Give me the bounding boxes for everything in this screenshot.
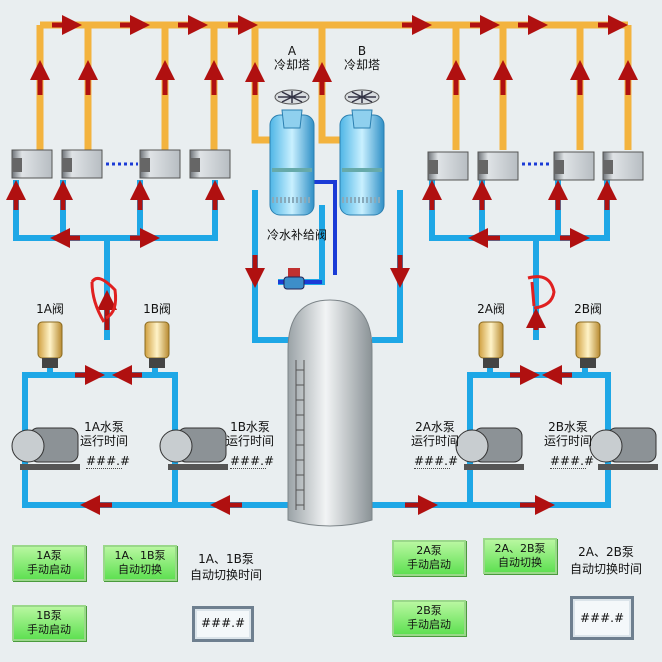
pump-1a-icon xyxy=(11,427,80,470)
cooling-tower-b xyxy=(339,89,385,216)
annotation-mark-right xyxy=(527,275,556,310)
pump-1a-label: 1A水泵 xyxy=(84,420,124,434)
pump-2-auto-switch-button[interactable]: 2A、2B泵 自动切换 xyxy=(483,538,557,574)
button-line2: 手动启动 xyxy=(407,558,451,571)
button-line2: 自动切换 xyxy=(498,556,542,569)
pump-2b-runtime-label: 运行时间 xyxy=(543,434,592,448)
pump-1a-runtime-label: 运行时间 xyxy=(79,434,128,448)
tower-b-letter: B xyxy=(357,44,367,58)
fan-icon xyxy=(344,89,380,105)
valve-1b-label: 1B阀 xyxy=(143,302,171,316)
button-line2: 手动启动 xyxy=(407,618,451,631)
pump-2a-icon xyxy=(455,427,524,470)
tower-a-label: 冷却塔 xyxy=(273,58,310,72)
water-tank xyxy=(287,299,373,527)
button-line2: 手动启动 xyxy=(27,563,71,576)
valve-2a-label: 2A阀 xyxy=(477,302,505,316)
cooling-tower-a xyxy=(269,89,315,216)
pump-2a-runtime-label: 运行时间 xyxy=(410,434,459,448)
load-units-left xyxy=(11,149,231,179)
valve-2b-icon xyxy=(575,321,601,368)
button-line2: 手动启动 xyxy=(27,623,71,636)
pump-1b-icon xyxy=(159,427,228,470)
button-line1: 2A、2B泵 xyxy=(494,542,546,555)
tower-a-letter: A xyxy=(287,44,297,58)
left-switch-time-display[interactable]: ###.# xyxy=(192,606,254,642)
load-units-right xyxy=(427,151,644,181)
fan-icon xyxy=(274,89,310,105)
valve-2b-label: 2B阀 xyxy=(574,302,602,316)
button-line1: 2A泵 xyxy=(416,544,442,557)
flow-arrows xyxy=(6,15,638,515)
hot-water-header xyxy=(36,21,632,150)
button-line1: 1A泵 xyxy=(36,549,62,562)
valve-1a-label: 1A阀 xyxy=(36,302,64,316)
makeup-valve-icon xyxy=(283,268,305,290)
pump-1-auto-switch-button[interactable]: 1A、1B泵 自动切换 xyxy=(103,545,177,581)
left-switch-time-title: 1A、1B泵 xyxy=(198,552,254,566)
makeup-valve-label: 冷水补给阀 xyxy=(266,228,327,242)
pump-2a-runtime-value: ###.# xyxy=(414,454,459,469)
pump-2b-icon xyxy=(589,427,658,470)
pump-1a-manual-start-button[interactable]: 1A泵 手动启动 xyxy=(12,545,86,581)
button-line1: 1B泵 xyxy=(36,609,62,622)
right-switch-time-display[interactable]: ###.# xyxy=(570,596,634,640)
pump-2b-manual-start-button[interactable]: 2B泵 手动启动 xyxy=(392,600,466,636)
button-line2: 自动切换 xyxy=(118,563,162,576)
right-switch-time-title: 2A、2B泵 xyxy=(578,545,634,559)
pump-2b-runtime-value: ###.# xyxy=(550,454,595,469)
pump-1b-label: 1B水泵 xyxy=(230,420,270,434)
pump-1b-runtime-value: ###.# xyxy=(230,454,275,469)
pump-1a-runtime-value: ###.# xyxy=(86,454,131,469)
pump-2b-label: 2B水泵 xyxy=(548,420,588,434)
pump-2a-label: 2A水泵 xyxy=(415,420,455,434)
left-switch-time-subtitle: 自动切换时间 xyxy=(189,568,262,582)
pump-1b-runtime-label: 运行时间 xyxy=(225,434,274,448)
valve-1b-icon xyxy=(144,321,170,368)
pump-2a-manual-start-button[interactable]: 2A泵 手动启动 xyxy=(392,540,466,576)
button-line1: 2B泵 xyxy=(416,604,442,617)
button-line1: 1A、1B泵 xyxy=(114,549,166,562)
valve-1a-icon xyxy=(37,321,63,368)
pump-1b-manual-start-button[interactable]: 1B泵 手动启动 xyxy=(12,605,86,641)
tower-b-label: 冷却塔 xyxy=(343,58,380,72)
right-switch-time-subtitle: 自动切换时间 xyxy=(569,562,642,576)
valve-2a-icon xyxy=(478,321,504,368)
annotation-mark-left xyxy=(90,276,118,323)
